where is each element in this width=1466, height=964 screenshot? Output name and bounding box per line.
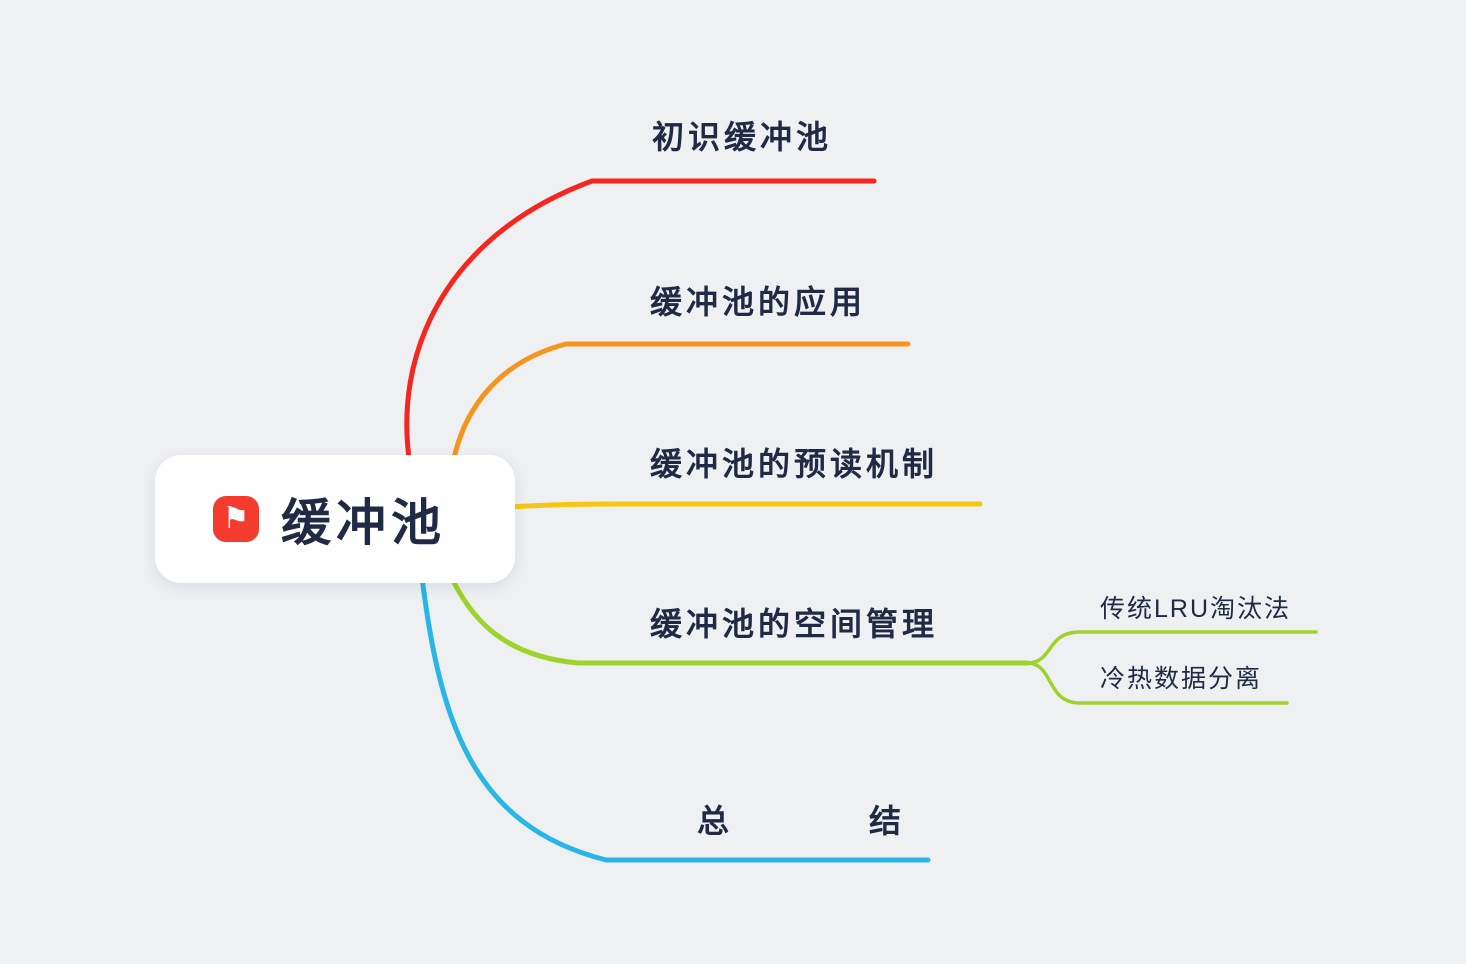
root-topic[interactable]: ⚑ 缓冲池 (155, 455, 515, 583)
topic-readahead[interactable]: 缓冲池的预读机制 (650, 446, 939, 482)
root-topic-label: 缓冲池 (281, 495, 446, 551)
subbranch-line-lru (1026, 630, 1318, 665)
flag-icon: ⚑ (213, 496, 259, 542)
topic-space-management[interactable]: 缓冲池的空间管理 (650, 606, 939, 642)
subtopic-hot-cold-separation[interactable]: 冷热数据分离 (1100, 665, 1263, 693)
subtopic-lru[interactable]: 传统LRU淘汰法 (1100, 595, 1292, 623)
branch-line-readahead (467, 501, 983, 512)
branch-line-application (446, 341, 911, 523)
topic-summary[interactable]: 总结 (697, 803, 1042, 839)
branch-line-summary (417, 557, 931, 863)
topic-intro[interactable]: 初识缓冲池 (652, 119, 833, 155)
topic-application[interactable]: 缓冲池的应用 (650, 284, 867, 320)
subbranch-line-hot-cold (1026, 661, 1289, 705)
